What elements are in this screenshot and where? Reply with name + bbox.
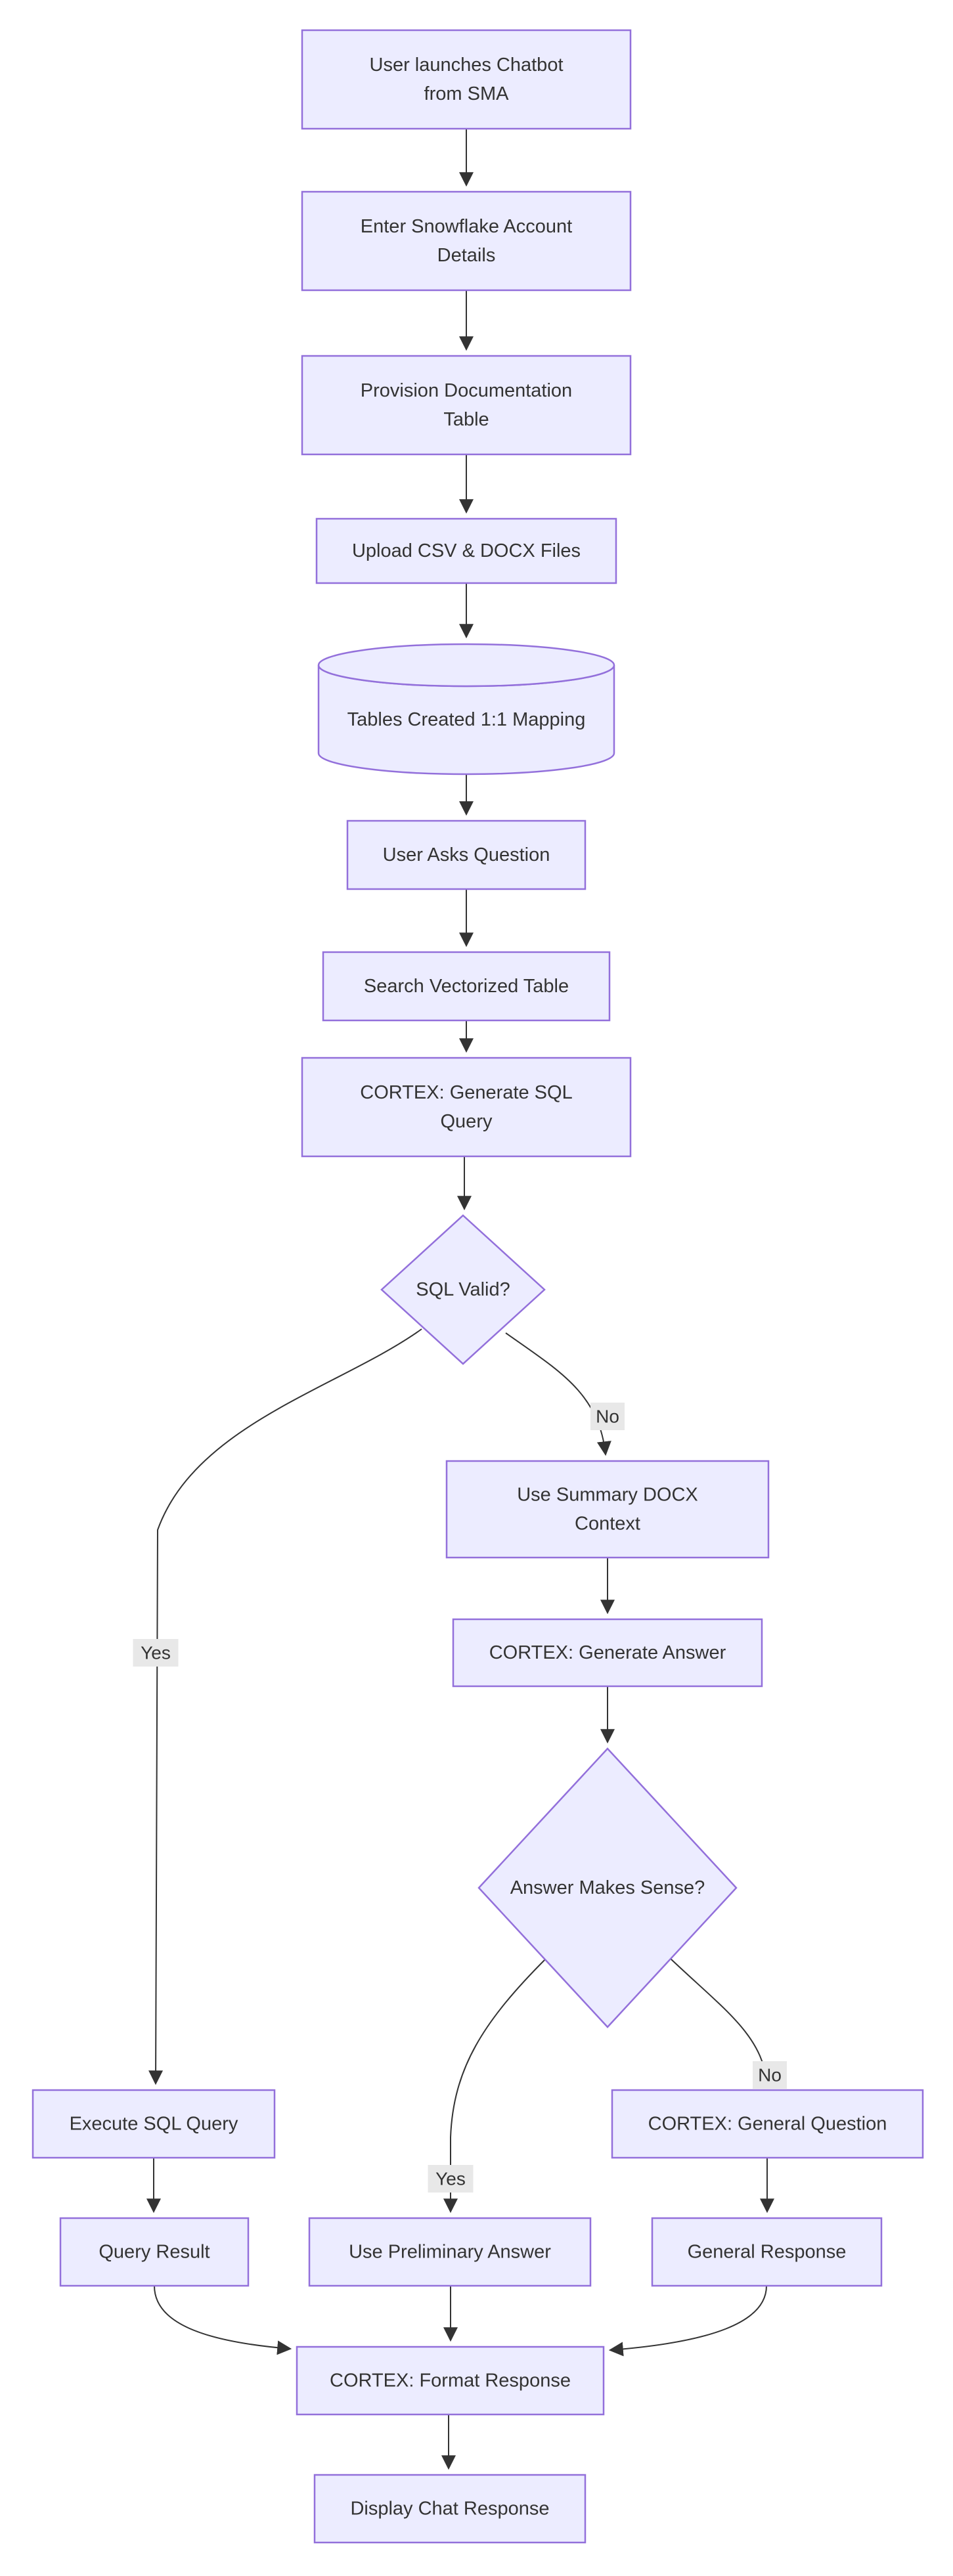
- edge-label-text: No: [596, 1407, 619, 1427]
- node-display-label: Display Chat Response: [350, 2499, 549, 2520]
- node-provision-label: Provision Documentation: [361, 380, 572, 401]
- edge-label-bg: [428, 2165, 474, 2193]
- node-sqlvalid-diamond: [380, 1214, 546, 1365]
- edge-label-makessense-prelim: Yes: [428, 2165, 474, 2193]
- node-ask: User Asks Question: [346, 819, 587, 890]
- edge-label-sqlvalid-execsql: Yes: [133, 1639, 179, 1667]
- edge-makessense-generalq: [669, 1957, 773, 2085]
- edge-label-bg: [133, 1639, 179, 1667]
- node-gensql-label: CORTEX: Generate SQL: [360, 1082, 572, 1103]
- node-execsql-label: Execute SQL Query: [70, 2114, 238, 2135]
- node-display-box: [313, 2474, 587, 2544]
- node-queryresult-label: Query Result: [99, 2242, 210, 2263]
- node-genanswer-box: [452, 1618, 763, 1688]
- node-summary: Use Summary DOCX Context: [445, 1460, 770, 1559]
- node-sqlvalid-label: SQL Valid?: [416, 1279, 510, 1300]
- node-format-label: CORTEX: Format Response: [330, 2370, 571, 2391]
- node-account-label: Enter Snowflake Account: [361, 216, 572, 237]
- node-generalq-box: [611, 2089, 924, 2159]
- node-gensql: CORTEX: Generate SQL Query: [301, 1057, 632, 1158]
- edge-makessense-prelim: [443, 1957, 547, 2214]
- node-execsql-box: [32, 2089, 276, 2159]
- node-search-label: Search Vectorized Table: [364, 976, 569, 997]
- node-execsql: Execute SQL Query: [32, 2089, 276, 2159]
- edge-label-text: Yes: [141, 1643, 171, 1663]
- node-generalq-label: CORTEX: General Question: [648, 2114, 887, 2135]
- node-gensql-box: [301, 1057, 632, 1158]
- node-summary-label: Context: [575, 1514, 640, 1535]
- node-prelim-label: Use Preliminary Answer: [349, 2242, 551, 2263]
- node-generalresp-label: General Response: [688, 2242, 847, 2263]
- edge-sqlvalid-summary: [505, 1332, 611, 1456]
- node-prelim: Use Preliminary Answer: [308, 2217, 592, 2287]
- node-account-box: [301, 190, 632, 292]
- node-format: CORTEX: Format Response: [296, 2346, 605, 2416]
- node-makessense: Answer Makes Sense?: [477, 1747, 738, 2028]
- node-makessense-label: Answer Makes Sense?: [510, 1877, 705, 1898]
- node-search-box: [322, 951, 611, 1022]
- node-format-box: [296, 2346, 605, 2416]
- node-search: Search Vectorized Table: [322, 951, 611, 1022]
- node-upload: Upload CSV & DOCX Files: [315, 517, 617, 584]
- node-queryresult-box: [59, 2217, 250, 2287]
- edge-sqlvalid-execsql: [148, 1328, 422, 2085]
- node-provision-label: Table: [443, 409, 489, 430]
- node-ask-label: User Asks Question: [383, 844, 550, 865]
- node-summary-label: Use Summary DOCX: [517, 1485, 698, 1506]
- node-tables-cylinder-top: [317, 643, 615, 688]
- edge-label-text: No: [758, 2065, 782, 2085]
- node-generalresp-box: [651, 2217, 883, 2287]
- node-summary-box: [445, 1460, 770, 1559]
- node-sqlvalid: SQL Valid?: [380, 1214, 546, 1365]
- edge-label-bg: [753, 2061, 787, 2089]
- node-launch-label: User launches Chatbot: [370, 55, 564, 76]
- node-makessense-diamond: [477, 1747, 738, 2028]
- node-display: Display Chat Response: [313, 2474, 587, 2544]
- node-launch: User launches Chatbot from SMA: [301, 29, 632, 130]
- node-ask-box: [346, 819, 587, 890]
- node-upload-label: Upload CSV & DOCX Files: [352, 540, 581, 561]
- node-queryresult: Query Result: [59, 2217, 250, 2287]
- node-generalq: CORTEX: General Question: [611, 2089, 924, 2159]
- node-gensql-label: Query: [441, 1111, 493, 1132]
- node-genanswer-label: CORTEX: Generate Answer: [489, 1642, 726, 1663]
- node-tables: Tables Created 1:1 Mapping: [317, 643, 615, 775]
- node-provision-box: [301, 355, 632, 456]
- node-launch-label: from SMA: [424, 83, 510, 104]
- edge-label-bg: [590, 1403, 625, 1430]
- edge-label-makessense-generalq: No: [753, 2061, 787, 2089]
- edge-queryresult-format: [154, 2285, 292, 2355]
- node-genanswer: CORTEX: Generate Answer: [452, 1618, 763, 1688]
- node-launch-box: [301, 29, 632, 130]
- node-account-label: Details: [437, 245, 496, 266]
- node-generalresp: General Response: [651, 2217, 883, 2287]
- edge-generalresp-format: [608, 2285, 767, 2357]
- node-upload-box: [315, 517, 617, 584]
- edge-label-sqlvalid-summary: No: [590, 1403, 625, 1430]
- edge-label-text: Yes: [435, 2169, 466, 2189]
- node-tables-label: Tables Created 1:1 Mapping: [347, 709, 586, 730]
- node-prelim-box: [308, 2217, 592, 2287]
